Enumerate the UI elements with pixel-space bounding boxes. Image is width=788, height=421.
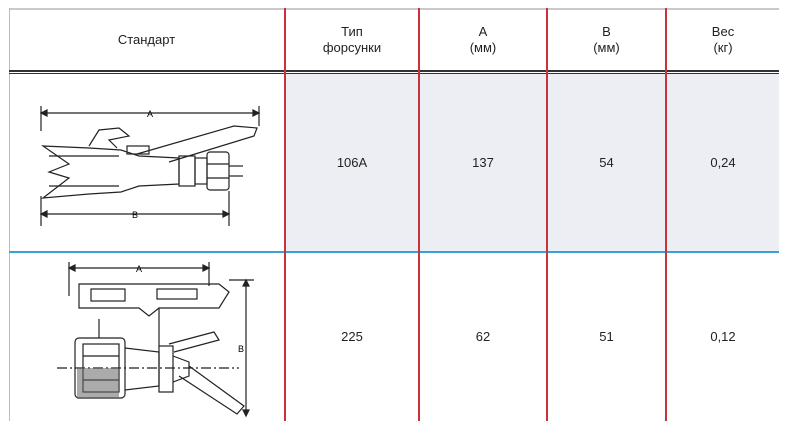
header-standard: Стандарт — [9, 10, 284, 70]
column-rule-1 — [284, 8, 286, 421]
header-a-line1: A — [478, 24, 488, 39]
row1-shade — [285, 74, 779, 251]
column-rule-4 — [665, 8, 667, 421]
table-left-border — [9, 8, 10, 421]
nozzle-225-drawing: A B — [57, 262, 254, 418]
header-nozzle-type-line2: форсунки — [322, 40, 382, 55]
row2-weight: 0,12 — [710, 329, 736, 344]
header-nozzle-type-line1: Тип — [341, 24, 363, 39]
header-weight-line1: Вес — [711, 24, 735, 39]
row1-a: 137 — [472, 154, 494, 170]
header-rule-top — [9, 70, 779, 72]
row1-b: 54 — [599, 154, 614, 170]
row1-type: 106A — [336, 154, 368, 170]
row1-weight: 0,24 — [710, 154, 736, 170]
table-top-border — [9, 8, 779, 10]
spec-table: Стандарт Тип форсунки A (мм) B (мм) Вес … — [9, 8, 779, 421]
drawing2-label-b: B — [238, 344, 244, 354]
header-b-line2: (мм) — [593, 40, 620, 55]
drawing1-label-a: A — [147, 109, 153, 119]
nozzle-106a-drawing: A B — [39, 106, 261, 226]
header-a: A (мм) — [420, 10, 546, 70]
header-a-line2: (мм) — [469, 40, 497, 55]
row-separator — [9, 251, 779, 253]
row2-a: 62 — [475, 329, 491, 344]
header-b-line1: B — [602, 24, 611, 39]
header-nozzle-type: Тип форсунки — [286, 10, 418, 70]
column-rule-3 — [546, 8, 548, 421]
drawing2-label-a: A — [136, 264, 142, 274]
row2-b: 51 — [599, 329, 614, 344]
header-rule-bottom — [9, 73, 779, 74]
column-rule-2 — [418, 8, 420, 421]
header-standard-label: Стандарт — [117, 32, 176, 47]
header-weight: Вес (кг) — [667, 10, 779, 70]
header-b: B (мм) — [548, 10, 665, 70]
drawing1-label-b: B — [132, 210, 138, 220]
header-weight-line2: (кг) — [713, 40, 733, 55]
row2-type: 225 — [341, 329, 363, 344]
